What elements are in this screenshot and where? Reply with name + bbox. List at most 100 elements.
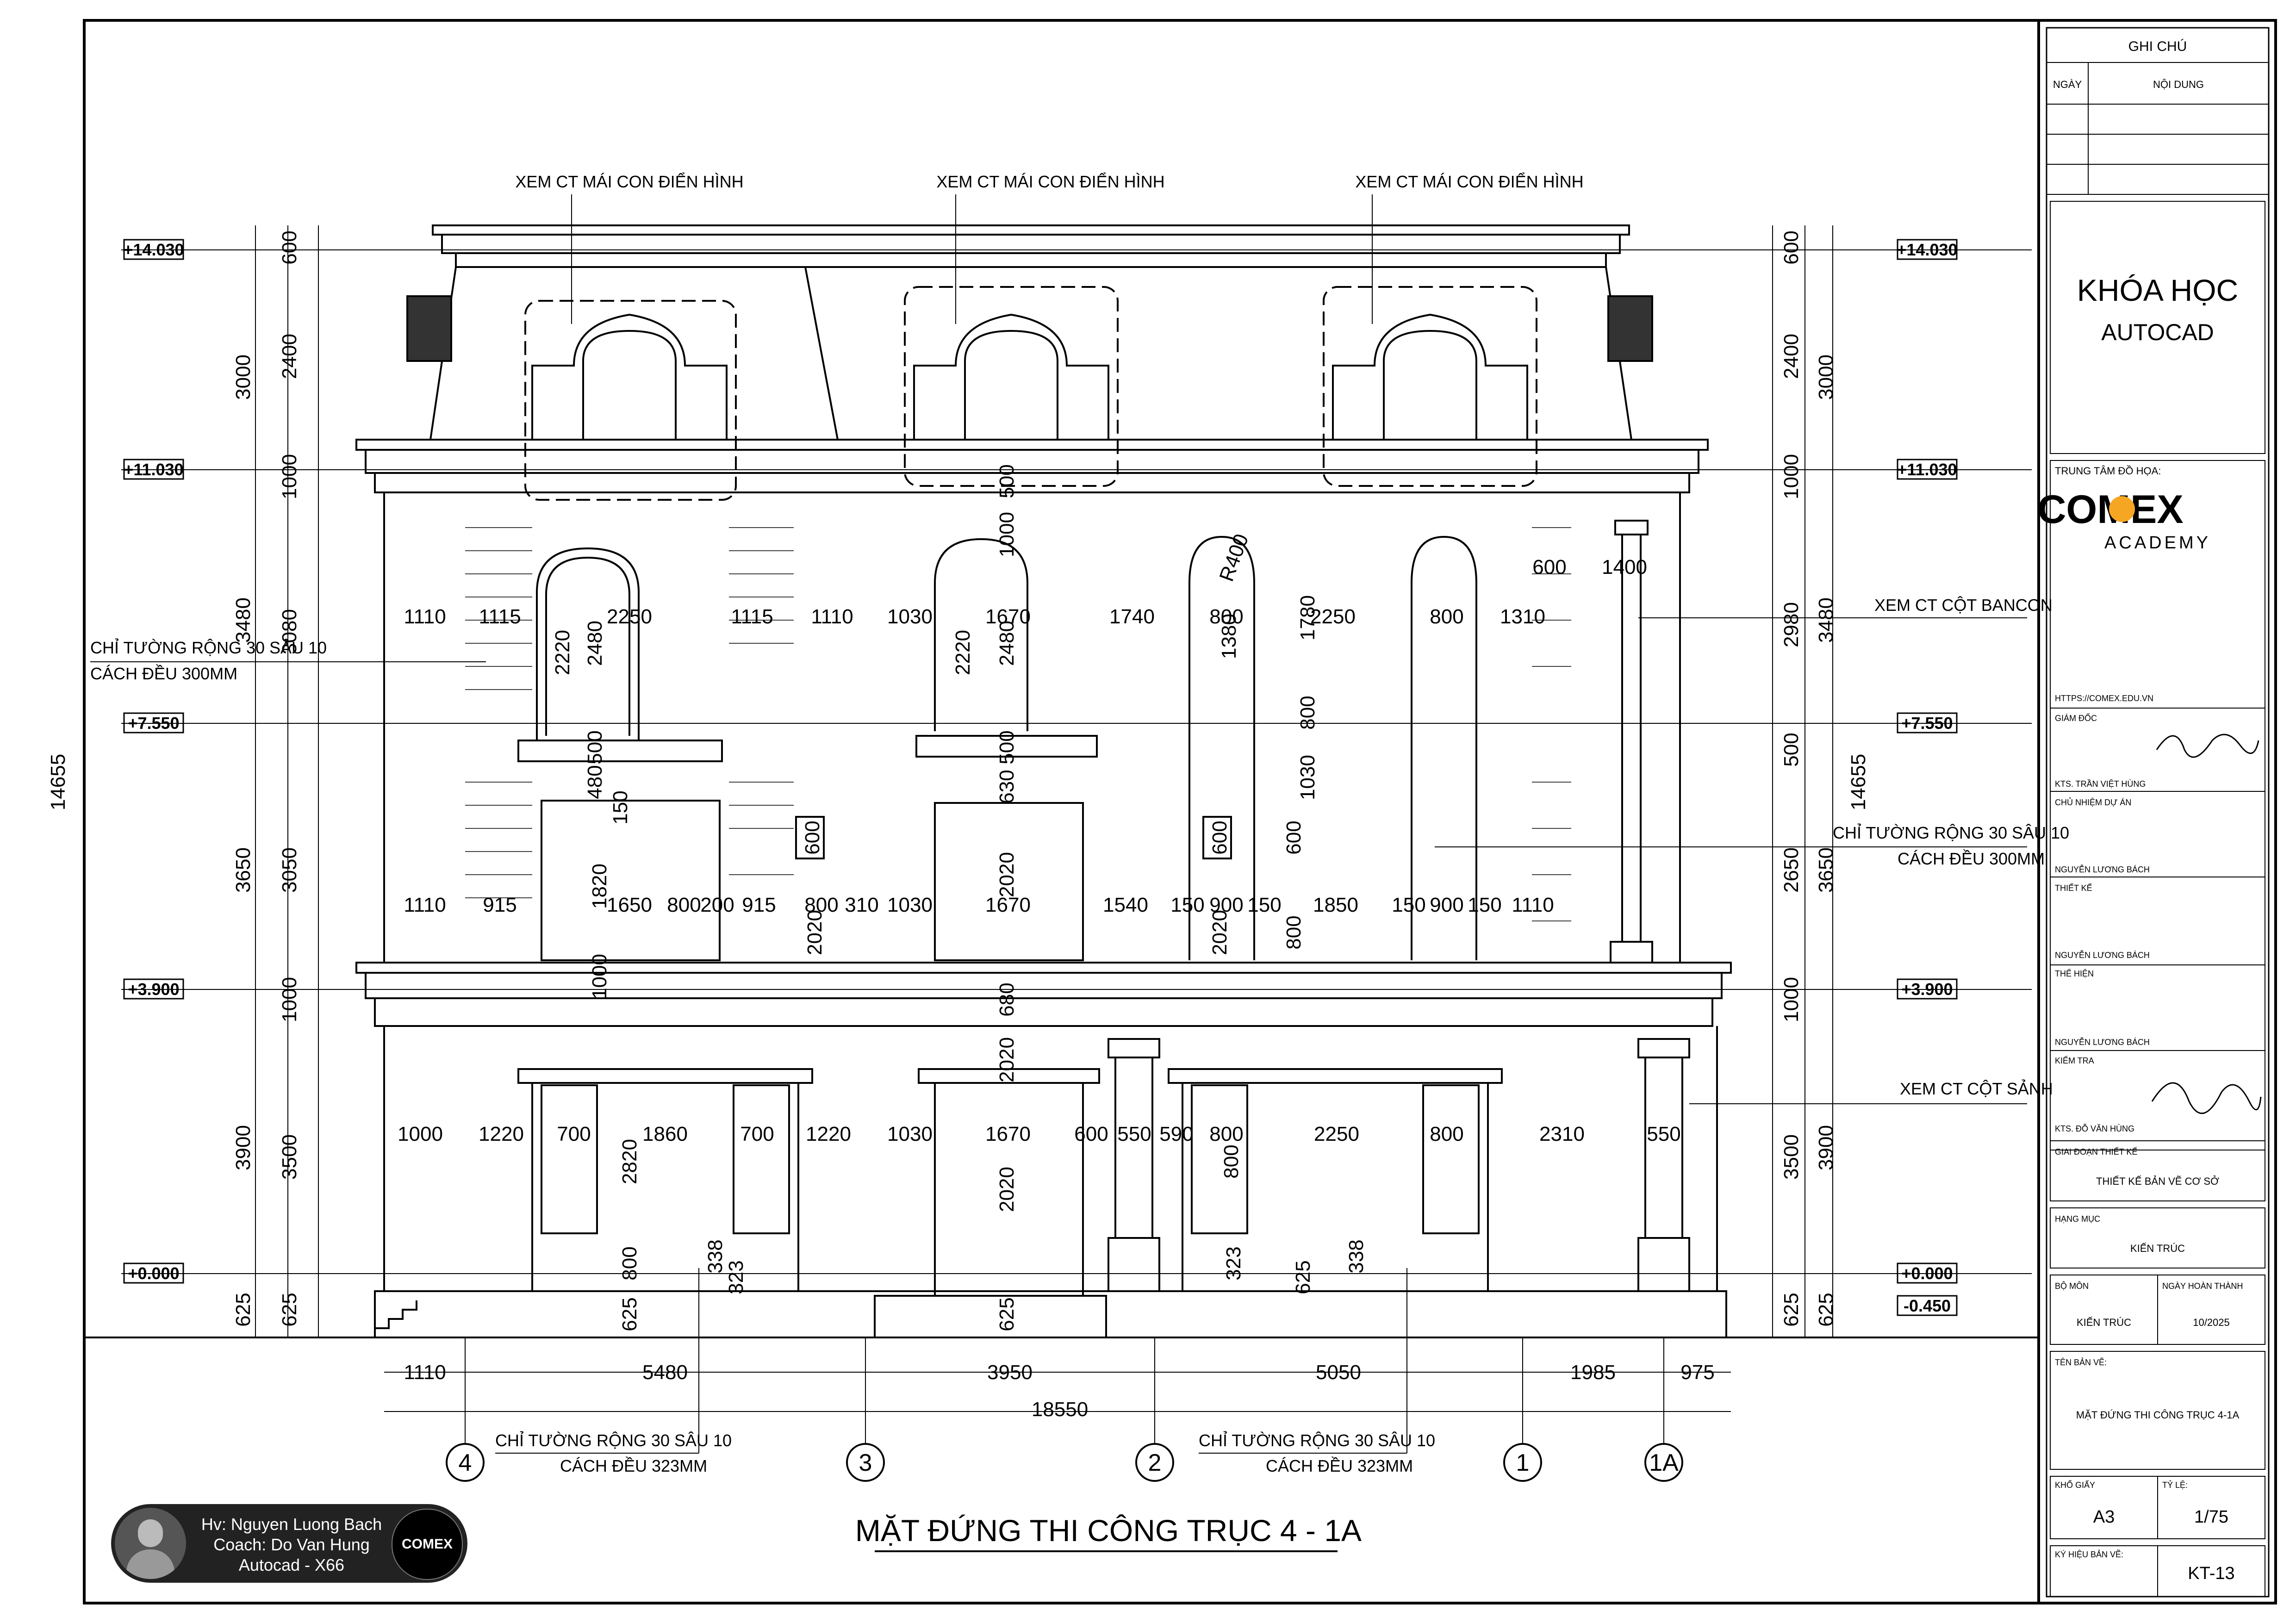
row-dim: 150 xyxy=(1170,894,1204,916)
right-inner-dim: 2400 xyxy=(1780,334,1803,379)
level-right-3: +7.550 xyxy=(1901,714,1953,733)
level-left-2: +11.030 xyxy=(124,460,183,479)
right-inner-dim: 625 xyxy=(1780,1293,1803,1326)
row-dim: 700 xyxy=(557,1123,591,1145)
level-right-6: -0.450 xyxy=(1904,1296,1951,1315)
right-inner-dim: 1000 xyxy=(1780,454,1803,499)
tb-scale-val: 1/75 xyxy=(2194,1507,2228,1527)
left-inner-dim: 2400 xyxy=(278,334,301,379)
axis-bubbles xyxy=(446,1443,1683,1482)
row-dim: 1110 xyxy=(811,605,853,628)
wall-groove-callout-bottom-1b: CÁCH ĐỀU 323MM xyxy=(560,1456,707,1475)
signature-director xyxy=(2156,734,2259,758)
row-dim: 150 xyxy=(1392,894,1425,916)
vert-dim: 800 xyxy=(1282,915,1305,949)
vert-dim: 1000 xyxy=(996,512,1018,557)
vert-dim: 1780 xyxy=(1296,595,1319,640)
bottom-dim: 3950 xyxy=(987,1361,1033,1384)
tb-check: KIỂM TRA xyxy=(2055,1056,2094,1065)
level-markers-right xyxy=(1897,239,1958,1316)
row-dim: 1540 xyxy=(1103,894,1148,916)
row-dim: 915 xyxy=(483,894,516,916)
title-block xyxy=(2047,62,2269,1597)
right-mid-dim: 3480 xyxy=(1815,597,1837,643)
left-inner-dim: 1000 xyxy=(278,977,301,1022)
vert-dim: 323 xyxy=(725,1260,747,1294)
tb-phase: GIAI ĐOẠN THIẾT KẾ xyxy=(2055,1147,2137,1157)
vert-dim: 1000 xyxy=(588,954,611,999)
badge-line-2: Coach: Do Van Hung xyxy=(213,1535,370,1554)
tb-dept-val: KIẾN TRÚC xyxy=(2077,1317,2131,1328)
tb-url: HTTPS://COMEX.EDU.VN xyxy=(2055,694,2153,703)
level-right-5: +0.000 xyxy=(1901,1264,1953,1283)
bancon-col-callout: XEM CT CỘT BANCON xyxy=(1874,596,2053,615)
student-badge: Hv: Nguyen Luong Bach Coach: Do Van Hung… xyxy=(111,1504,467,1583)
row-dim: 1650 xyxy=(607,894,652,916)
bottom-dim: 5050 xyxy=(1316,1361,1361,1384)
row-dim: 2250 xyxy=(1310,605,1356,628)
axis-label-2: 2 xyxy=(1148,1449,1162,1476)
row-dim: 550 xyxy=(1647,1123,1680,1145)
right-mid-dim: 3650 xyxy=(1815,847,1837,893)
vert-dim: 1380 xyxy=(1218,614,1240,659)
vert-dim: 2480 xyxy=(996,621,1018,666)
row-dim: 600 xyxy=(1532,556,1566,578)
vert-dim: 680 xyxy=(996,983,1018,1016)
row-dim: 1115 xyxy=(731,605,773,628)
left-inner-dim: 625 xyxy=(278,1293,301,1326)
roof-detail-callout-3: XEM CT MÁI CON ĐIỂN HÌNH xyxy=(1355,172,1583,191)
right-inner-dim: 1000 xyxy=(1780,977,1803,1022)
vert-dim: 500 xyxy=(584,730,606,764)
vert-dim: 600 xyxy=(1282,821,1305,854)
bottom-dim: 1110 xyxy=(404,1361,446,1384)
vert-dim: 2020 xyxy=(803,910,826,955)
logo-dot xyxy=(2109,496,2135,522)
vert-dim: 800 xyxy=(1220,1144,1243,1178)
row-dim: 1030 xyxy=(887,894,933,916)
wall-groove-callout-right-2: CÁCH ĐỀU 300MM xyxy=(1898,849,2045,868)
tb-content: NỘI DUNG xyxy=(2153,79,2204,90)
tb-scale: TỶ LỆ: xyxy=(2162,1480,2188,1490)
right-mid-dim: 3000 xyxy=(1815,354,1837,400)
tb-director-name: KTS. TRẦN VIỆT HÙNG xyxy=(2055,779,2146,789)
tb-done-date: NGÀY HOÀN THÀNH xyxy=(2162,1281,2243,1291)
right-total-dim: 14655 xyxy=(1847,754,1870,810)
row-dim: 590 xyxy=(1159,1123,1193,1145)
row-dim: 800 xyxy=(804,894,838,916)
tb-center: TRUNG TÂM ĐỒ HỌA: xyxy=(2055,465,2161,477)
row-dim: 2250 xyxy=(607,605,652,628)
row-dim: 915 xyxy=(742,894,776,916)
row-dim: 1220 xyxy=(479,1123,524,1145)
tb-design: THIẾT KẾ xyxy=(2055,883,2092,893)
upper-windows xyxy=(517,535,1477,961)
tb-pm-name: NGUYỄN LƯƠNG BÁCH xyxy=(2055,864,2150,874)
vert-dim: 338 xyxy=(704,1239,727,1273)
row-dim: 550 xyxy=(1117,1123,1151,1145)
level-left-3: +7.550 xyxy=(128,714,179,733)
vert-dim: 338 xyxy=(1345,1239,1368,1273)
left-mid-dim: 3480 xyxy=(232,597,255,643)
wall-groove-callout-left: CHỈ TƯỜNG RỘNG 30 SÂU 10 xyxy=(90,638,327,657)
row-dim: 1670 xyxy=(985,894,1031,916)
vert-dim: 2220 xyxy=(952,630,974,675)
axis-lines xyxy=(465,1337,1664,1444)
row-dim: 1030 xyxy=(887,605,933,628)
right-mid-dim: 3900 xyxy=(1815,1125,1837,1170)
axis-label-1: 1 xyxy=(1516,1449,1530,1476)
left-inner-dim: 3080 xyxy=(278,609,301,654)
wall-groove-callout-bottom-2b: CÁCH ĐỀU 323MM xyxy=(1266,1456,1413,1475)
balcony-column xyxy=(1610,520,1653,964)
building xyxy=(355,224,1732,1338)
right-inner-dim: 600 xyxy=(1780,230,1803,264)
tb-course-2: AUTOCAD xyxy=(2101,319,2214,345)
axis-label-1a: 1A xyxy=(1649,1449,1679,1476)
vert-dim: 2820 xyxy=(618,1139,641,1184)
tb-sheet-name-val: MẶT ĐỨNG THI CÔNG TRỤC 4-1A xyxy=(2076,1409,2240,1421)
row-dim: 800 xyxy=(667,894,701,916)
tb-category-val: KIẾN TRÚC xyxy=(2130,1243,2185,1254)
row-dim: 1670 xyxy=(985,1123,1031,1145)
vert-dim: 1820 xyxy=(588,864,611,909)
row-dim: 150 xyxy=(1468,894,1501,916)
tb-course-1: KHÓA HỌC xyxy=(2077,273,2238,307)
tb-done-date-val: 10/2025 xyxy=(2193,1317,2230,1328)
